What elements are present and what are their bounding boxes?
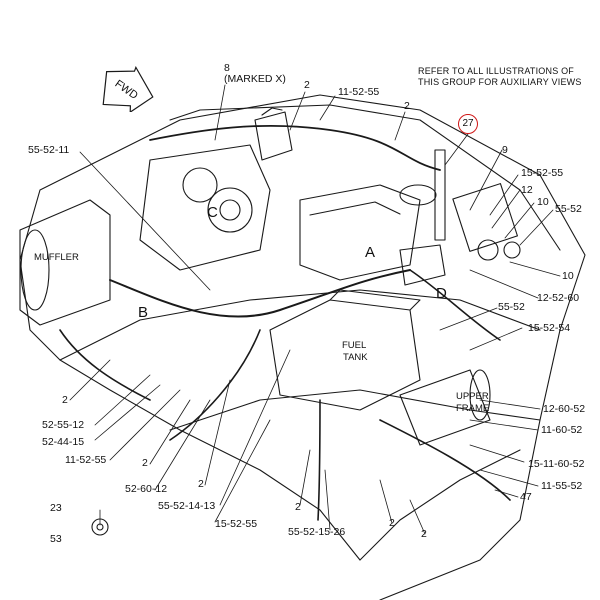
battery-box [254,111,293,161]
callout-55-52-14-13[interactable]: 55-52-14-13 [158,500,216,512]
callout-12-60-52[interactable]: 12-60-52 [543,403,586,415]
zone-d: D [436,285,447,302]
callout-55-52-right[interactable]: 55-52 [555,203,582,215]
frame-lower-deck [59,289,541,361]
frame-inner-edge [169,104,561,251]
leader-lines [69,84,561,535]
muffler-label: MUFFLER [34,252,79,263]
callout-2-bottom-a[interactable]: 2 [389,517,395,529]
callout-2-top-right[interactable]: 2 [404,100,410,112]
highlighted-callout-27[interactable]: 27 [458,114,478,134]
callout-8-note: (MARKED X) [224,73,286,85]
callout-55-52-mid[interactable]: 55-52 [498,301,525,313]
harness-upper [149,124,441,171]
forward-arrow-icon: FWD [102,66,154,112]
d-assembly [399,244,446,286]
callout-12-52-60[interactable]: 12-52-60 [537,292,580,304]
engine-block [139,144,271,271]
callout-52-55-12[interactable]: 52-55-12 [42,419,85,431]
battery-terminal [261,107,283,116]
alternator [207,187,253,233]
zone-c: C [207,204,218,221]
compartment-a-inner [309,201,401,216]
harness-right [409,269,501,341]
callout-15-52-55[interactable]: 15-52-55 [521,167,564,179]
callout-15-11-60-52[interactable]: 15-11-60-52 [528,458,585,470]
zone-a: A [365,244,376,261]
callout-2-bottom-b[interactable]: 2 [421,528,427,540]
harness-down [169,329,261,441]
compartment-a [299,184,421,281]
callout-11-55-52[interactable]: 11-55-52 [541,480,583,492]
frame-side [359,449,521,561]
callout-15-52-55-bottom[interactable]: 15-52-55 [215,518,258,530]
harness-left [59,329,151,401]
callout-10-top[interactable]: 10 [537,196,549,208]
callout-11-52-55-left[interactable]: 11-52-55 [65,454,107,466]
upper-frame-label-2: FRAME [456,403,490,414]
muffler-end [20,229,50,311]
callout-53[interactable]: 53 [50,533,62,545]
reference-note-line-1: REFER TO ALL ILLUSTRATIONS OF [418,66,575,76]
callout-52-60-12[interactable]: 52-60-12 [125,483,168,495]
callout-9[interactable]: 9 [502,144,508,156]
round-connector-2 [503,241,521,259]
callout-8[interactable]: 8 [224,62,230,74]
harness-main [109,269,411,318]
fuel-tank-label-1: FUEL [342,340,367,351]
callout-23[interactable]: 23 [50,502,62,514]
round-connector-1 [477,239,499,261]
washer-23 [91,518,109,536]
fuel-tank-label-2: TANK [343,352,368,363]
vertical-pipe [434,149,446,241]
upper-frame-label-1: UPPER [456,391,489,402]
callout-55-52-11[interactable]: 55-52-11 [28,144,70,156]
callout-2-bottom-mid[interactable]: 2 [198,478,204,490]
reference-note-line-2: THIS GROUP FOR AUXILIARY VIEWS [418,77,582,87]
callout-2-bottom-left[interactable]: 2 [142,457,148,469]
washer-23-hole [96,523,104,531]
alternator-hub [219,199,241,221]
callout-2-bottom-center[interactable]: 2 [295,501,301,513]
zone-b: B [138,304,149,321]
callout-2-left[interactable]: 2 [62,394,68,406]
callout-12[interactable]: 12 [521,184,533,196]
harness-frame [379,419,511,501]
callout-47[interactable]: 47 [520,491,532,503]
cylinder [399,369,491,446]
harness-lower [317,399,321,521]
callout-11-52-55-top[interactable]: 11-52-55 [338,86,380,98]
callout-15-52-54[interactable]: 15-52-54 [528,322,571,334]
callout-52-44-15[interactable]: 52-44-15 [42,436,85,448]
callout-11-60-52[interactable]: 11-60-52 [541,424,583,436]
frame-floor [169,389,541,431]
tank-cap [399,184,437,206]
fan-pulley [182,167,218,203]
frame-outline [19,94,586,600]
fuel-tank-top [329,289,421,311]
relay-panel [452,183,518,252]
callout-10-mid[interactable]: 10 [562,270,574,282]
muffler-body [19,199,111,326]
cylinder-end [469,369,491,421]
callout-2-top[interactable]: 2 [304,79,310,91]
callout-55-52-15-26[interactable]: 55-52-15-26 [288,526,346,538]
